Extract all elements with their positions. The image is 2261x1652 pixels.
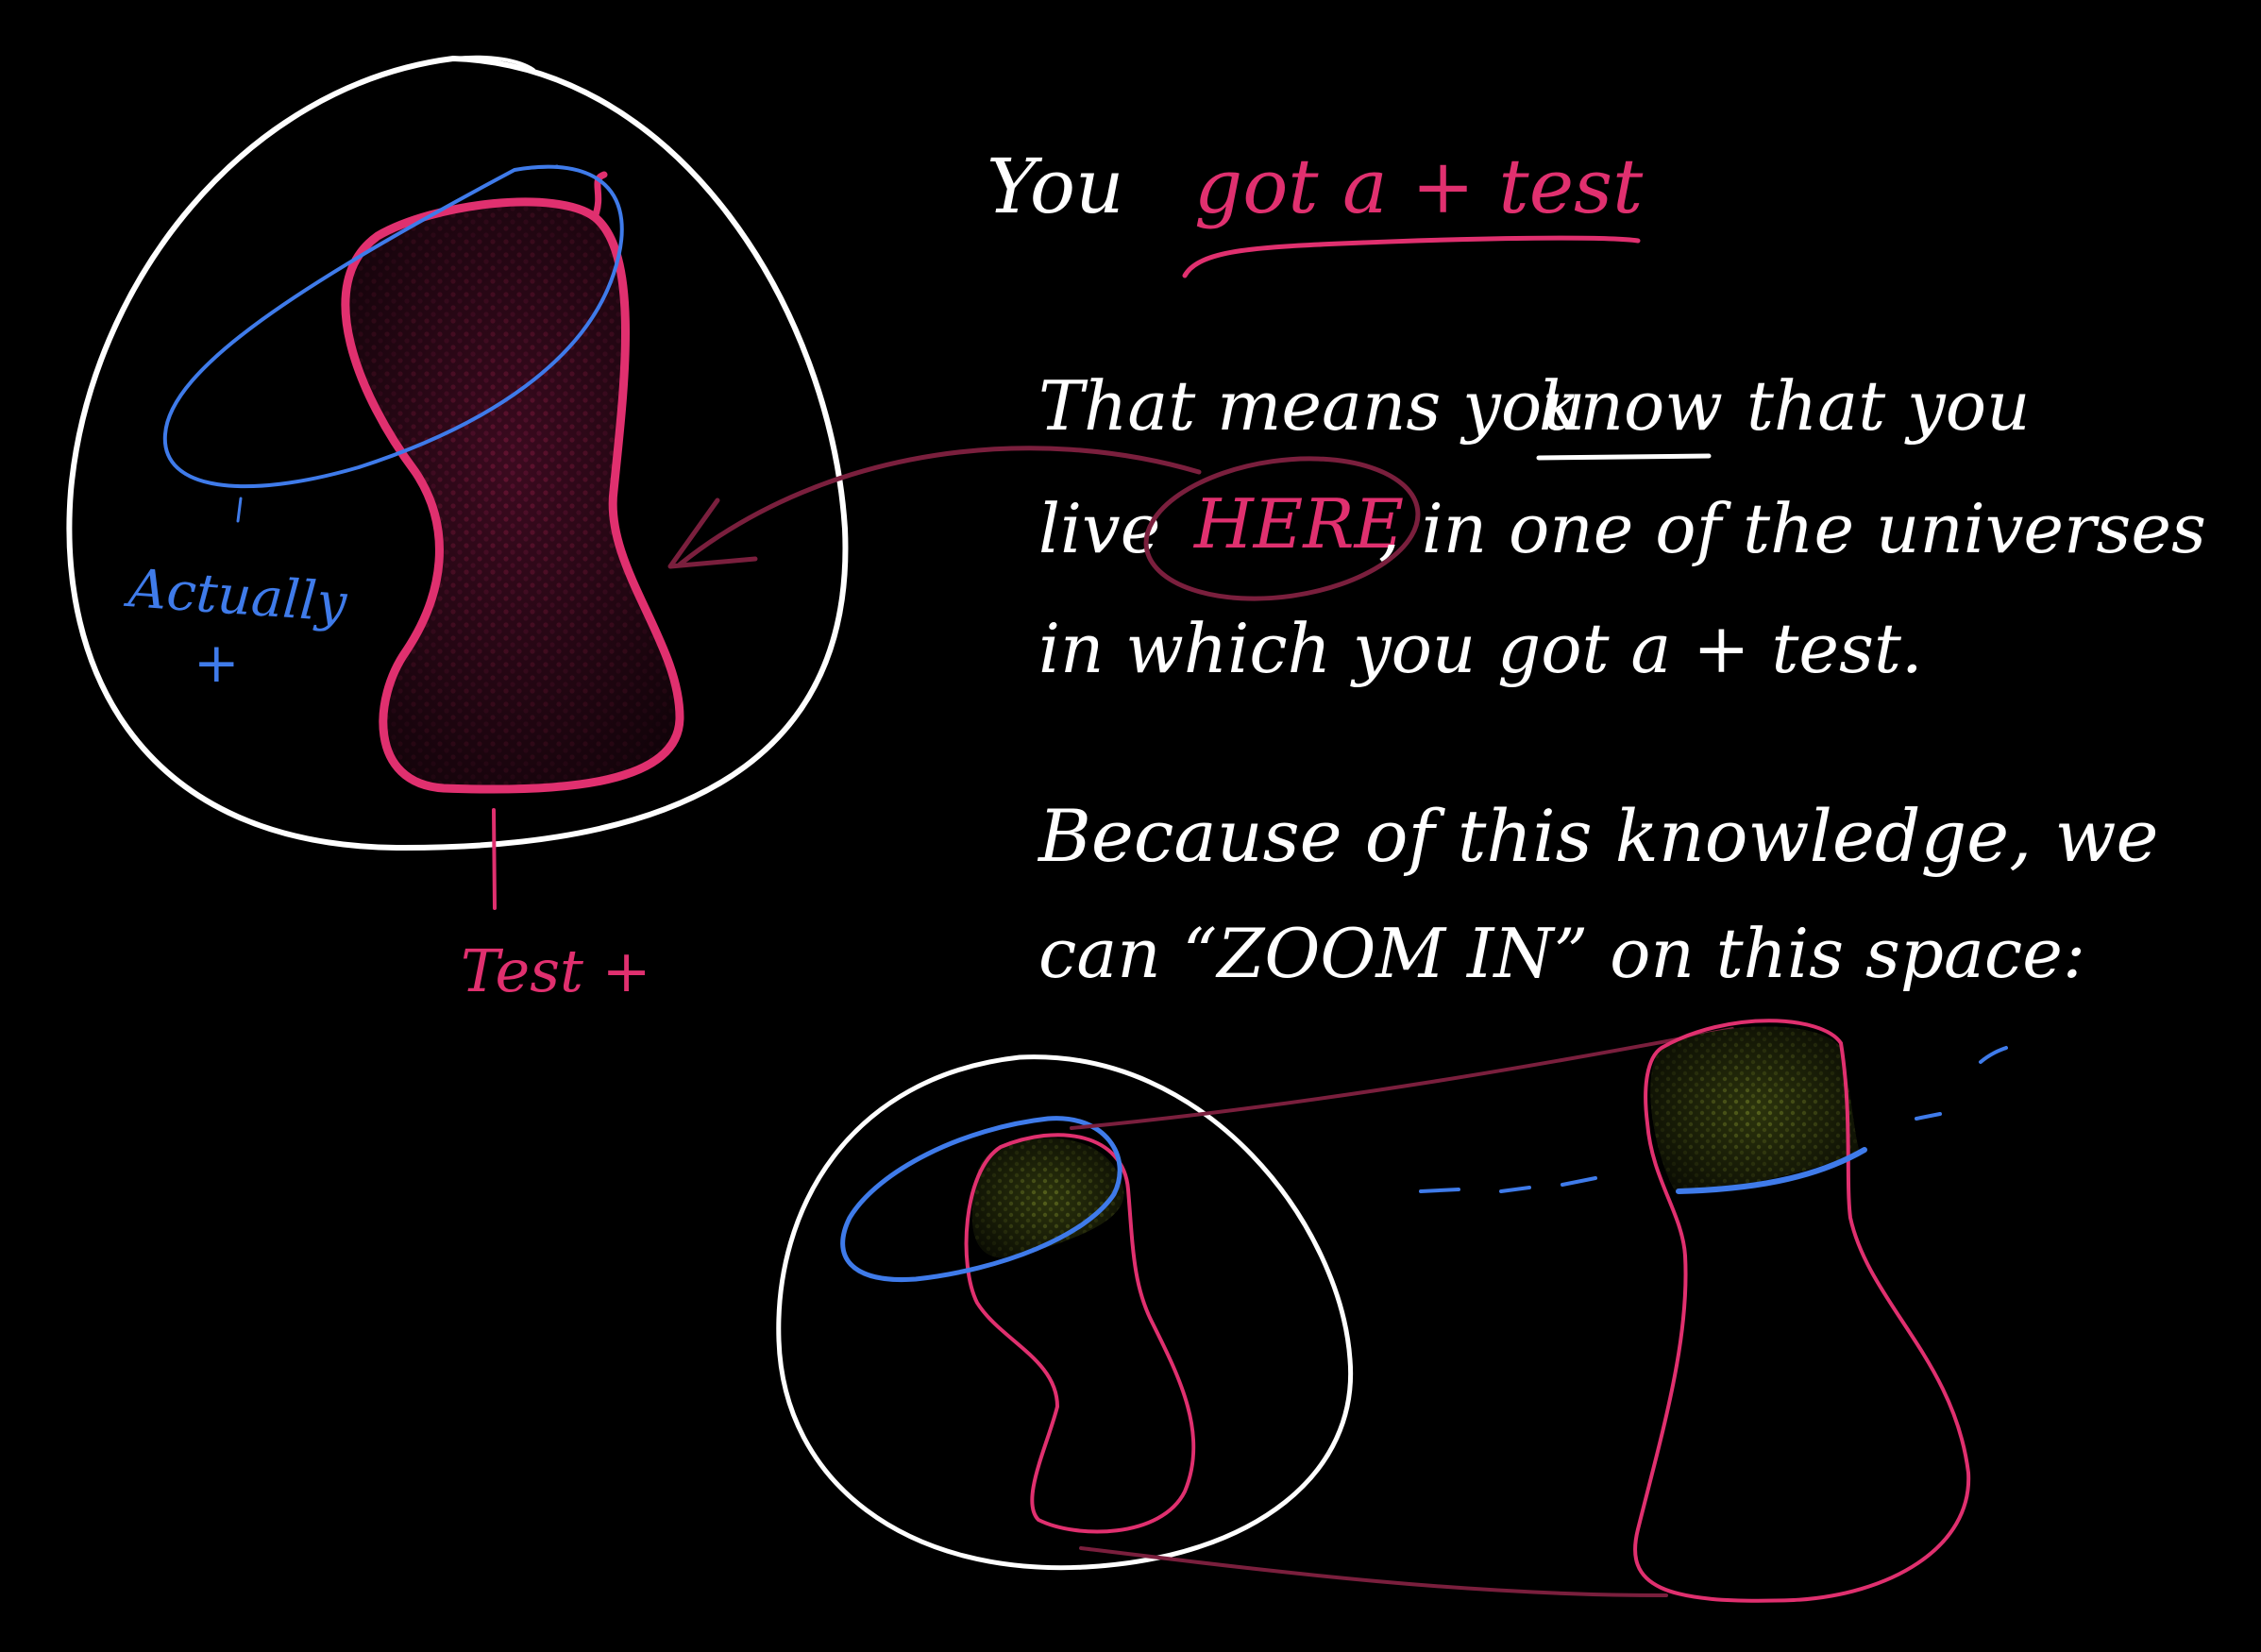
- zoomed-blue-dash-1: [1419, 1188, 1460, 1193]
- actually-leader-line: [236, 497, 243, 523]
- note-here: HERE: [1192, 484, 1404, 564]
- test-positive-region-outline-tail: [591, 171, 608, 221]
- note-line-2-know: know: [1539, 366, 1723, 446]
- note-line-3a: live: [1038, 489, 1160, 568]
- note-line-3b: , in one of the universes: [1378, 489, 2206, 568]
- label-actually-sign: +: [194, 631, 240, 695]
- actually-positive-ellipse-tail: [513, 164, 559, 172]
- here-pointer-arrow: [667, 446, 1202, 569]
- small-universe-boundary: [776, 1054, 1354, 1571]
- small-intersection-shade: [972, 1138, 1124, 1258]
- notes: You got a + test That means you know tha…: [987, 143, 2206, 993]
- test-positive-region-outline: [341, 197, 684, 794]
- label-test-positive: Test +: [461, 936, 651, 1005]
- actually-positive-ellipse: [162, 164, 624, 489]
- note-line-6: can “ZOOM IN” on this space:: [1038, 914, 2085, 993]
- zoomed-test-outline: [1633, 1019, 1971, 1603]
- small-test-region-outline: [964, 1133, 1196, 1534]
- zoomed-actually-line: [1676, 1147, 1867, 1194]
- test-leader-line: [492, 808, 497, 910]
- note-line-1-highlight: got a + test: [1194, 143, 1644, 230]
- zoom-connectors: [1070, 1027, 1734, 1597]
- test-positive-region-shade: [345, 201, 680, 790]
- universe-boundary: [66, 56, 849, 851]
- zoomed-test-region: [1419, 1019, 2008, 1603]
- note-line-4: in which you got a + test.: [1038, 609, 1923, 688]
- zoomed-blue-dash-2: [1499, 1186, 1531, 1193]
- note-line-2b: that you: [1746, 366, 2030, 446]
- highlight-underline: [1182, 235, 1641, 278]
- universe-boundary-tail: [451, 55, 535, 72]
- zoomed-blue-dash-3: [1561, 1176, 1597, 1187]
- note-line-1-prefix: You: [987, 143, 1124, 230]
- small-actually-ellipse: [840, 1116, 1122, 1283]
- universe-diagram-main: Actually + Test +: [66, 55, 849, 1005]
- know-underline: [1536, 453, 1712, 461]
- universe-diagram-small: [776, 1054, 1354, 1571]
- label-actually: Actually: [122, 558, 350, 634]
- note-line-5: Because of this knowledge, we: [1037, 794, 2159, 878]
- note-line-2a: That means you: [1038, 366, 1586, 446]
- zoomed-intersection-shade: [1650, 1026, 1860, 1191]
- zoomed-blue-dash-4: [1915, 1112, 1942, 1121]
- zoomed-blue-dash-5: [1979, 1046, 2008, 1064]
- here-circle: [1143, 456, 1421, 601]
